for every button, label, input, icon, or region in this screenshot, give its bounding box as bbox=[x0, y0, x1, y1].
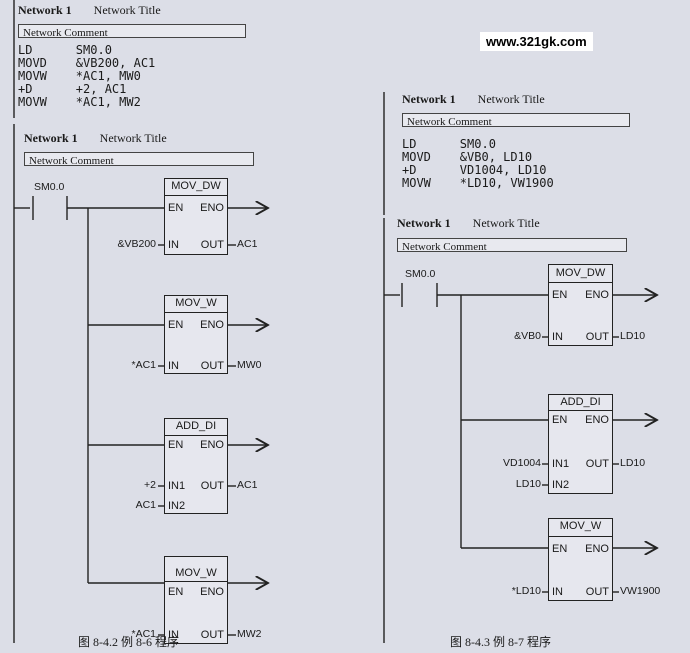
left-block4-output: MW2 bbox=[237, 628, 262, 640]
top-network-subtitle: Network Title bbox=[93, 3, 161, 17]
right-ladder-title: Network 1 bbox=[397, 216, 451, 230]
right-block3-input: *LD10 bbox=[511, 585, 541, 597]
left-block3-output: AC1 bbox=[237, 479, 258, 491]
pin-in2: IN2 bbox=[552, 479, 570, 491]
pin-in: IN bbox=[552, 586, 563, 598]
right-block-add-di: ADD_DI EN ENO IN1 OUT IN2 bbox=[548, 394, 613, 494]
left-block1-input: &VB200 bbox=[117, 238, 156, 250]
top-network-comment: Network Comment bbox=[18, 24, 246, 39]
stl-line: LD SM0.0 bbox=[18, 43, 112, 57]
pin-in1: IN1 bbox=[552, 458, 570, 470]
right-ladder-subtitle: Network Title bbox=[472, 216, 540, 230]
left-network-title: Network 1 bbox=[24, 131, 78, 145]
pin-en: EN bbox=[168, 319, 184, 331]
top-stl-listing: LD SM0.0 MOVD &VB200, AC1 MOVW *AC1, MW0… bbox=[18, 44, 155, 109]
stl-line: MOVD &VB0, LD10 bbox=[402, 150, 533, 164]
pin-eno: ENO bbox=[200, 439, 224, 451]
pin-in: IN bbox=[168, 629, 179, 641]
left-block3-input1: +2 bbox=[144, 479, 156, 491]
block-name: MOV_W bbox=[559, 520, 602, 532]
left-block-add-di: ADD_DI EN ENO IN1 OUT IN2 bbox=[164, 418, 228, 514]
stl-line: MOVW *AC1, MW2 bbox=[18, 95, 141, 109]
right-network-title: Network 1 bbox=[402, 92, 456, 106]
left-network-comment: Network Comment bbox=[24, 152, 254, 167]
pin-out: OUT bbox=[200, 480, 224, 492]
pin-in2: IN2 bbox=[168, 500, 186, 512]
block-name: ADD_DI bbox=[560, 396, 601, 408]
right-network-comment: Network Comment bbox=[402, 113, 630, 128]
pin-in1: IN1 bbox=[168, 480, 186, 492]
left-block-mov-dw: MOV_DW EN ENO IN OUT bbox=[164, 178, 228, 255]
pin-out: OUT bbox=[200, 629, 224, 641]
pin-out: OUT bbox=[585, 458, 609, 470]
left-network-subtitle: Network Title bbox=[99, 131, 167, 145]
pin-eno: ENO bbox=[200, 202, 224, 214]
stl-line: LD SM0.0 bbox=[402, 137, 496, 151]
stl-line: MOVW *LD10, VW1900 bbox=[402, 176, 554, 190]
left-contact-label: SM0.0 bbox=[34, 181, 65, 193]
pin-in: IN bbox=[168, 360, 179, 372]
right-network-subtitle: Network Title bbox=[477, 92, 545, 106]
pin-en: EN bbox=[552, 289, 568, 301]
left-block4-input: *AC1 bbox=[131, 628, 156, 640]
left-figure-caption: 图 8-4.2 例 8-6 程序 bbox=[78, 635, 179, 649]
pin-eno: ENO bbox=[585, 414, 609, 426]
pin-in: IN bbox=[552, 331, 563, 343]
block-name: MOV_W bbox=[175, 567, 217, 579]
top-network-header: Network 1 Network Title bbox=[18, 3, 161, 18]
brand-watermark: www.321gk.com bbox=[480, 32, 593, 51]
pin-eno: ENO bbox=[585, 543, 609, 555]
pin-eno: ENO bbox=[200, 319, 224, 331]
right-contact-label: SM0.0 bbox=[405, 268, 436, 280]
pin-eno: ENO bbox=[585, 289, 609, 301]
block-name: MOV_W bbox=[175, 297, 217, 309]
pin-out: OUT bbox=[200, 360, 224, 372]
pin-in: IN bbox=[168, 239, 179, 251]
left-block3-input2: AC1 bbox=[135, 499, 156, 511]
right-block1-input: &VB0 bbox=[514, 330, 541, 342]
pin-en: EN bbox=[168, 586, 184, 598]
left-block-mov-w-1: MOV_W EN ENO IN OUT bbox=[164, 295, 228, 374]
left-block2-input: *AC1 bbox=[131, 359, 156, 371]
right-block2-output: LD10 bbox=[620, 457, 646, 469]
pin-en: EN bbox=[552, 543, 568, 555]
stl-line: MOVD &VB200, AC1 bbox=[18, 56, 156, 70]
pin-eno: ENO bbox=[200, 586, 224, 598]
stl-line: +D VD1004, LD10 bbox=[402, 163, 547, 177]
stl-line: MOVW *AC1, MW0 bbox=[18, 69, 141, 83]
right-block3-output: VW1900 bbox=[620, 585, 661, 597]
block-name: ADD_DI bbox=[175, 420, 217, 432]
left-block1-output: AC1 bbox=[237, 238, 258, 250]
left-block2-output: MW0 bbox=[237, 359, 262, 371]
pin-en: EN bbox=[552, 414, 568, 426]
pin-en: EN bbox=[168, 439, 184, 451]
pin-en: EN bbox=[168, 202, 184, 214]
left-network-header: Network 1 Network Title bbox=[24, 131, 167, 146]
right-ladder-header: Network 1 Network Title bbox=[397, 216, 540, 231]
right-figure-caption: 图 8-4.3 例 8-7 程序 bbox=[450, 635, 551, 649]
right-block-mov-w: MOV_W EN ENO IN OUT bbox=[548, 518, 613, 601]
pin-out: OUT bbox=[585, 586, 609, 598]
stl-line: +D +2, AC1 bbox=[18, 82, 127, 96]
right-block-mov-dw: MOV_DW EN ENO IN OUT bbox=[548, 264, 613, 346]
left-block-mov-w-2: MOV_W EN ENO IN OUT bbox=[164, 556, 228, 644]
top-network-title: Network 1 bbox=[18, 3, 72, 17]
pin-out: OUT bbox=[585, 331, 609, 343]
right-block2-input2: LD10 bbox=[515, 478, 541, 490]
right-block2-input1: VD1004 bbox=[503, 457, 541, 469]
block-name: MOV_DW bbox=[171, 180, 221, 192]
block-name: MOV_DW bbox=[555, 267, 606, 279]
pin-out: OUT bbox=[200, 239, 224, 251]
right-ladder-comment: Network Comment bbox=[397, 238, 627, 253]
right-network-header: Network 1 Network Title bbox=[402, 92, 545, 107]
right-stl-listing: LD SM0.0 MOVD &VB0, LD10 +D VD1004, LD10… bbox=[402, 138, 554, 190]
right-block1-output: LD10 bbox=[620, 330, 646, 342]
